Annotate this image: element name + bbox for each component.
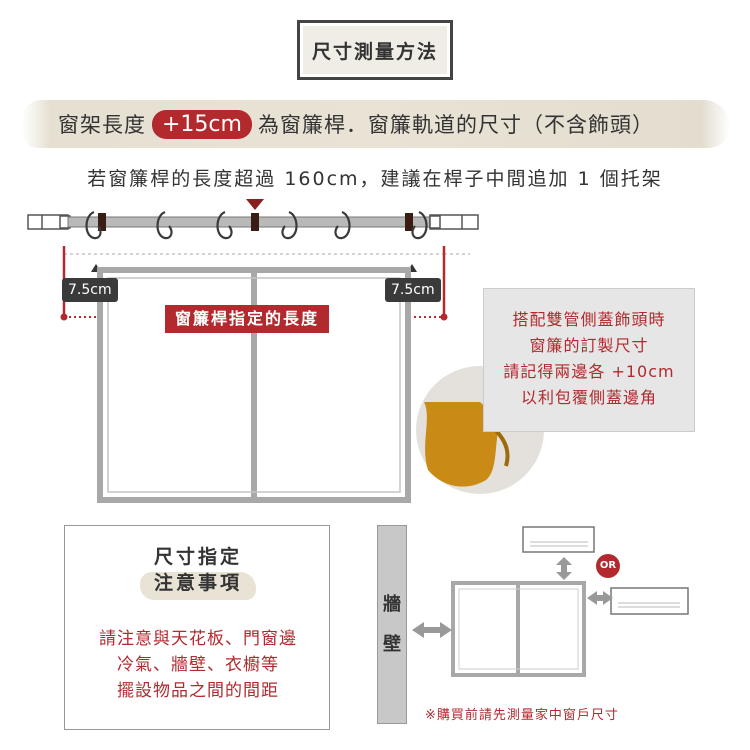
- brush-banner: [22, 100, 730, 148]
- wall-label-char: 壁: [383, 634, 401, 655]
- cover-note-line: 窗簾的訂製尺寸: [529, 336, 649, 355]
- notice-title-line: 尺寸指定: [153, 546, 242, 568]
- small-window: [451, 581, 586, 677]
- bracket-right: [405, 213, 413, 231]
- bracket-left: [98, 213, 106, 231]
- notice-title-line: 注意事項: [153, 572, 242, 594]
- notice-line: 冷氣、牆壁、衣櫥等: [117, 655, 279, 675]
- ac-unit-right: [610, 587, 689, 615]
- notice-title: 尺寸指定 注意事項: [65, 544, 331, 596]
- window-frame: [97, 267, 411, 503]
- bracket-advice: 若窗簾桿的長度超過 160cm，建議在桿子中間追加 1 個托架: [87, 168, 663, 190]
- wall: [377, 525, 407, 724]
- length-rule-highlight: +15cm: [152, 109, 252, 139]
- notice-line: 擺設物品之間的間距: [117, 681, 279, 701]
- gap-arrows: [412, 557, 613, 638]
- notice-box: 尺寸指定 注意事項 請注意與天花板、門窗邊 冷氣、牆壁、衣櫥等 擺設物品之間的間…: [64, 525, 330, 730]
- bracket-middle: [251, 213, 259, 231]
- curtain-rings: [85, 210, 428, 240]
- length-rule-prefix: 窗架長度: [58, 113, 146, 137]
- or-badge: OR: [596, 554, 620, 578]
- cover-note-line: 請記得兩邊各 +10cm: [503, 362, 675, 381]
- length-rule: 窗架長度 +15cm 為窗簾桿．窗簾軌道的尺寸（不含飾頭）: [58, 103, 654, 145]
- notice-text: 請注意與天花板、門窗邊 冷氣、牆壁、衣櫥等 擺設物品之間的間距: [65, 626, 331, 704]
- wall-label-char: 牆: [383, 594, 401, 615]
- right-extension-label: 7.5cm: [385, 278, 441, 302]
- length-rule-suffix: 為窗簾桿．窗簾軌道的尺寸（不含飾頭）: [257, 113, 654, 137]
- cover-note-line: 以利包覆側蓋邊角: [520, 388, 657, 407]
- notice-line: 請注意與天花板、門窗邊: [99, 629, 297, 649]
- ac-unit-top: [522, 526, 595, 553]
- page-title: 尺寸測量方法: [297, 20, 453, 80]
- left-extension-label: 7.5cm: [62, 278, 118, 302]
- middle-pointer-icon: [246, 199, 264, 210]
- tape-highlight: [140, 572, 256, 600]
- cover-note-line: 搭配雙管側蓋飾頭時: [512, 310, 666, 329]
- rod-length-label: 窗簾桿指定的長度: [165, 305, 330, 333]
- footnote: ※購買前請先測量家中窗戶尺寸: [425, 708, 619, 723]
- cover-note: 搭配雙管側蓋飾頭時 窗簾的訂製尺寸 請記得兩邊各 +10cm 以利包覆側蓋邊角: [483, 288, 695, 432]
